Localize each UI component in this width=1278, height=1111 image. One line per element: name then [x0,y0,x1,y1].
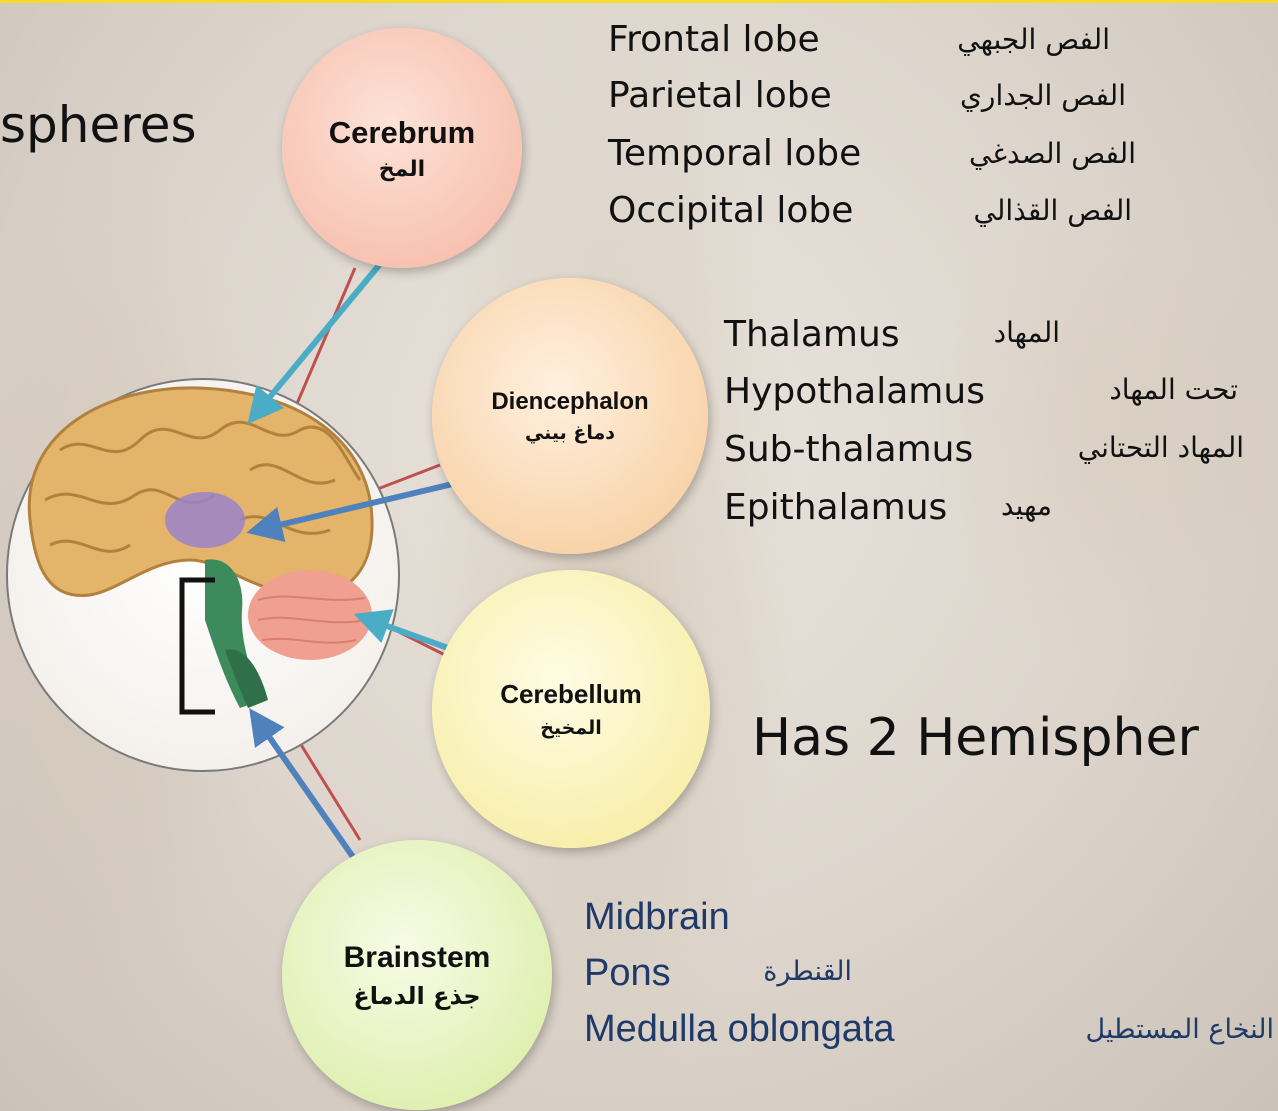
diencephalon-arabic-label: دماغ بيني [525,422,615,444]
cerebrum-label: Cerebrum [329,114,475,151]
arrow-cerebrum [255,258,385,415]
dienc-epithalamus-en: Epithalamus [724,490,947,526]
dienc-epithalamus-ar: مهيد [976,492,1052,520]
brainstem-pons-en: Pons [584,954,671,992]
connector-cerebrum [290,268,355,420]
dienc-subthalamus-en: Sub-thalamus [724,432,973,468]
lobe-frontal-en: Frontal lobe [608,22,820,58]
dienc-hypothalamus-en: Hypothalamus [724,374,985,410]
brainstem-bubble: Brainstem جذع الدماغ [282,840,552,1110]
lobe-parietal-ar: الفص الجداري [902,82,1126,110]
lobe-temporal-ar: الفص الصدغي [906,140,1136,168]
cerebellum-shape [248,570,372,660]
brainstem-medulla-en: Medulla oblongata [584,1010,895,1048]
brainstem-midbrain-en: Midbrain [584,898,730,936]
dienc-thalamus-en: Thalamus [724,317,900,353]
brainstem-arabic-label: جذع الدماغ [353,982,480,1010]
cerebrum-bubble: Cerebrum المخ [282,28,522,268]
lobe-parietal-en: Parietal lobe [608,78,832,114]
lobe-temporal-en: Temporal lobe [608,136,861,172]
brainstem-label: Brainstem [344,940,491,976]
dienc-subthalamus-ar: المهاد التحتاني [1018,434,1244,462]
brainstem-medulla-ar: النخاع المستطيل [1026,1016,1274,1043]
lobe-occipital-ar: الفص القذالي [936,197,1132,225]
lobe-frontal-ar: الفص الجبهي [906,26,1110,54]
brainstem-pons-ar: القنطرة [726,958,852,985]
diencephalon-label: Diencephalon [491,388,648,417]
cerebrum-arabic-label: المخ [379,157,425,182]
hemispheres-text: Has 2 Hemispher [752,712,1199,764]
cerebellum-arabic-label: المخيخ [540,717,602,739]
diencephalon-bubble: Diencephalon دماغ بيني [432,278,708,554]
dienc-hypothalamus-ar: تحت المهاد [1030,376,1238,404]
cerebellum-label: Cerebellum [500,679,642,710]
cerebellum-bubble: Cerebellum المخيخ [432,570,710,848]
lobe-occipital-en: Occipital lobe [608,193,853,229]
diencephalon-shape [165,492,245,548]
dienc-thalamus-ar: المهاد [970,319,1060,347]
